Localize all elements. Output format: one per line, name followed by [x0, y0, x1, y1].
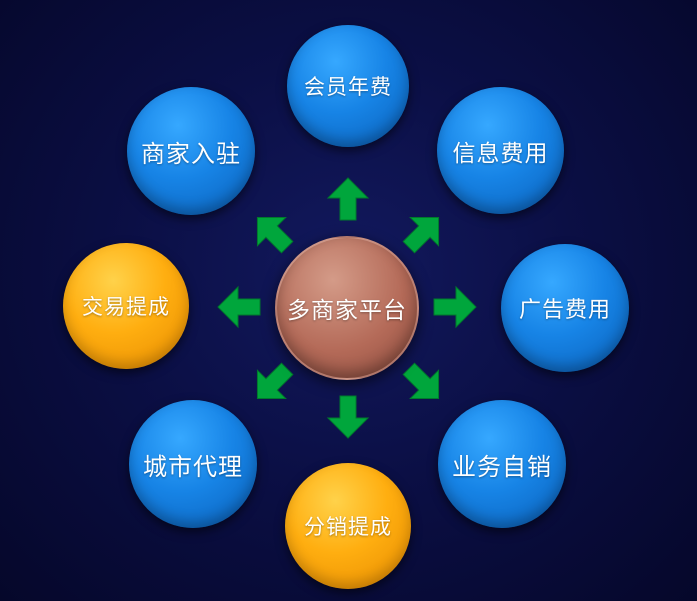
node-merchant-entry: 商家入驻 [127, 87, 255, 215]
node-label: 城市代理 [143, 452, 243, 481]
node-label: 商家入驻 [141, 139, 241, 168]
node-transaction-commission: 交易提成 [63, 243, 189, 369]
green-arrow-icon [256, 362, 294, 400]
node-self-sales: 业务自销 [438, 400, 566, 528]
green-arrow-icon [326, 395, 370, 439]
green-arrow-icon [402, 362, 440, 400]
node-city-agent: 城市代理 [129, 400, 257, 528]
green-arrow-icon [217, 285, 261, 329]
green-arrow-icon [326, 177, 370, 221]
green-arrow-icon [256, 216, 294, 254]
node-distribution-commission: 分销提成 [285, 463, 411, 589]
node-advertising-fee: 广告费用 [501, 244, 629, 372]
green-arrow-icon [433, 285, 477, 329]
node-label: 分销提成 [304, 515, 392, 539]
node-label: 广告费用 [518, 298, 611, 323]
node-membership-fee: 会员年费 [287, 25, 409, 147]
green-arrow-icon [402, 216, 440, 254]
node-information-fee: 信息费用 [437, 87, 564, 214]
node-label: 信息费用 [452, 140, 549, 167]
node-label: 交易提成 [82, 295, 170, 319]
center-node-label: 多商家平台 [287, 298, 407, 324]
center-node-platform: 多商家平台 [275, 236, 419, 380]
node-label: 业务自销 [452, 452, 552, 481]
node-label: 会员年费 [304, 75, 392, 99]
